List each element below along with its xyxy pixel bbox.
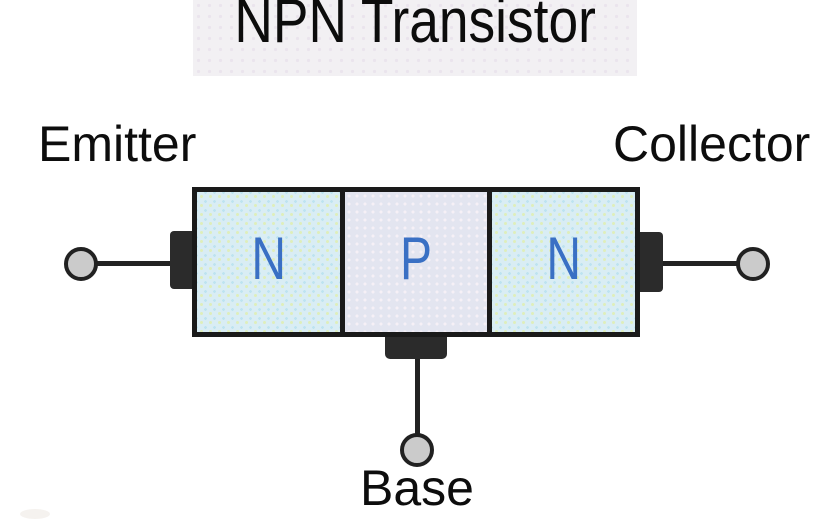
title-background: NPN Transistor (193, 0, 637, 76)
n-region-right-letter: N (546, 225, 582, 292)
emitter-wire (93, 261, 175, 266)
n-region-right: N (487, 192, 636, 332)
collector-label: Collector (613, 116, 811, 172)
base-wire (415, 354, 420, 438)
emitter-terminal (64, 247, 98, 281)
p-region-letter: P (399, 225, 433, 292)
collector-wire (659, 261, 741, 266)
transistor-body: N P N (192, 187, 640, 337)
corner-smudge (20, 509, 50, 519)
base-terminal (400, 433, 434, 467)
n-region-left-letter: N (250, 225, 286, 292)
p-region: P (339, 192, 488, 332)
page-title-text: NPN Transistor (234, 0, 596, 56)
emitter-label: Emitter (38, 116, 197, 172)
page-title: NPN Transistor (193, 0, 637, 53)
base-label: Base (360, 460, 474, 516)
collector-terminal (736, 247, 770, 281)
base-contact-tab (385, 336, 447, 359)
n-region-left: N (197, 192, 340, 332)
collector-contact-tab (636, 232, 663, 292)
